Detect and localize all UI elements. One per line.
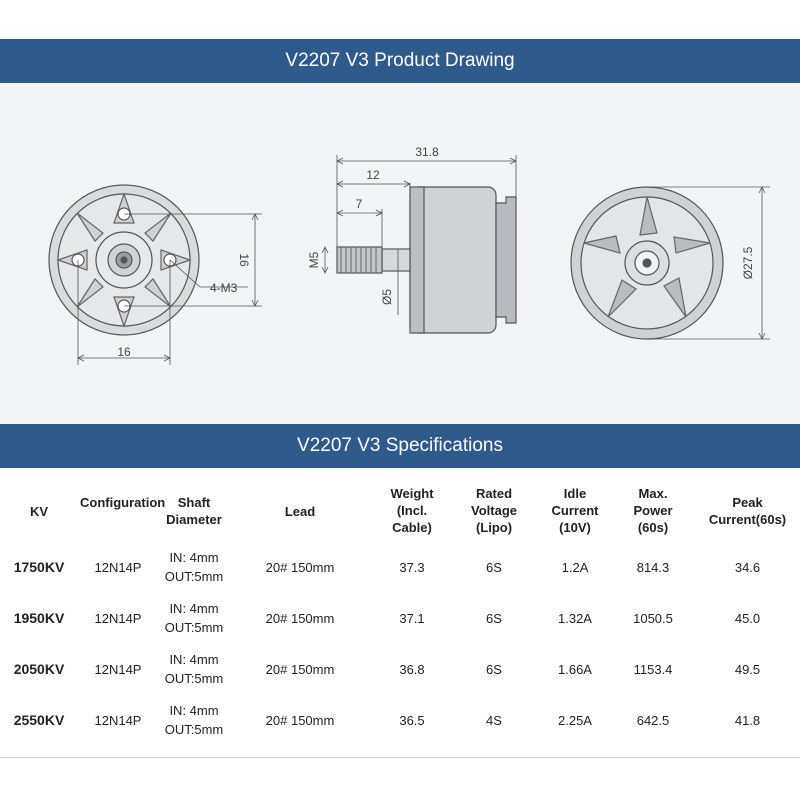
dim-total-length: 31.8 (415, 145, 439, 159)
top-view (570, 186, 724, 340)
dim-thread: M5 (307, 251, 321, 268)
row-1750-peak: 34.6 (734, 560, 761, 575)
row-1950-voltage: 6S (486, 611, 502, 626)
row-2050-lead: 20# 150mm (265, 662, 335, 677)
row-1750-idle: 1.2A (561, 560, 589, 575)
side-view (336, 186, 517, 334)
row-1950-idle: 1.32A (558, 611, 592, 626)
row-2050-weight: 36.8 (399, 662, 425, 677)
row-2050-shaft-out: OUT:5mm (164, 671, 224, 686)
row-2050-power: 1153.4 (633, 662, 673, 677)
row-1750-kv: 1750KV (13, 559, 65, 575)
row-2050-kv: 2050KV (13, 661, 65, 677)
dim-shaft-length: 12 (366, 168, 380, 182)
row-2550-shaft-in: IN: 4mm (169, 703, 219, 718)
row-1950-shaft-in: IN: 4mm (169, 601, 219, 616)
col-header-lead: Lead (284, 504, 316, 519)
col-header-shaft: Shaft Diameter (166, 495, 222, 527)
dim-bell-diameter: Ø27.5 (741, 246, 755, 279)
row-2050-config: 12N14P (94, 662, 142, 677)
col-header-kv: KV (29, 504, 49, 519)
row-1950-weight: 37.1 (399, 611, 425, 626)
side-dimensions (321, 155, 517, 315)
top-dimensions (647, 186, 770, 340)
col-header-weight: Weight (Incl. Cable) (390, 486, 434, 535)
row-2050-peak: 49.5 (734, 662, 761, 677)
row-1950-power: 1050.5 (633, 611, 673, 626)
dim-front-height: 16 (237, 253, 251, 267)
col-header-power: Max. Power (60s) (633, 486, 673, 535)
bottom-divider (0, 757, 800, 758)
row-1750-shaft-in: IN: 4mm (169, 550, 219, 565)
row-1750-lead: 20# 150mm (265, 560, 335, 575)
row-2550-kv: 2550KV (13, 712, 65, 728)
row-2550-idle: 2.25A (558, 713, 592, 728)
dim-front-width: 16 (117, 345, 131, 359)
row-1950-shaft-out: OUT:5mm (164, 620, 224, 635)
row-1950-config: 12N14P (94, 611, 142, 626)
front-dimensions (77, 213, 262, 365)
specs-title: V2207 V3 Specifications (0, 424, 800, 468)
row-2550-peak: 41.8 (734, 713, 761, 728)
row-1950-kv: 1950KV (13, 610, 65, 626)
row-2550-weight: 36.5 (399, 713, 425, 728)
dim-mount-holes: 4-M3 (210, 281, 238, 295)
col-header-config: Configuration (80, 495, 166, 510)
row-2050-idle: 1.66A (558, 662, 592, 677)
row-2050-shaft-in: IN: 4mm (169, 652, 219, 667)
row-1750-weight: 37.3 (399, 560, 425, 575)
row-2550-voltage: 4S (486, 713, 502, 728)
drawing-title: V2207 V3 Product Drawing (0, 39, 800, 83)
product-drawing: 16 16 4-M3 (0, 83, 800, 424)
col-header-idle: Idle Current (10V) (551, 486, 599, 535)
col-header-peak: Peak Current(60s) (708, 495, 787, 527)
col-header-voltage: Rated Voltage (Lipo) (471, 486, 517, 535)
dim-shaft-diameter: Ø5 (380, 289, 394, 305)
row-1750-shaft-out: OUT:5mm (164, 569, 224, 584)
row-2550-lead: 20# 150mm (265, 713, 335, 728)
row-1950-peak: 45.0 (734, 611, 761, 626)
row-2550-config: 12N14P (94, 713, 142, 728)
row-2550-power: 642.5 (636, 713, 670, 728)
row-2050-voltage: 6S (486, 662, 502, 677)
row-1750-voltage: 6S (486, 560, 502, 575)
front-view (48, 184, 200, 336)
row-1750-power: 814.3 (636, 560, 670, 575)
drawing-svg: 16 16 4-M3 (48, 145, 770, 365)
row-1750-config: 12N14P (94, 560, 142, 575)
dim-thread-length: 7 (356, 197, 363, 211)
row-1950-lead: 20# 150mm (265, 611, 335, 626)
row-2550-shaft-out: OUT:5mm (164, 722, 224, 737)
